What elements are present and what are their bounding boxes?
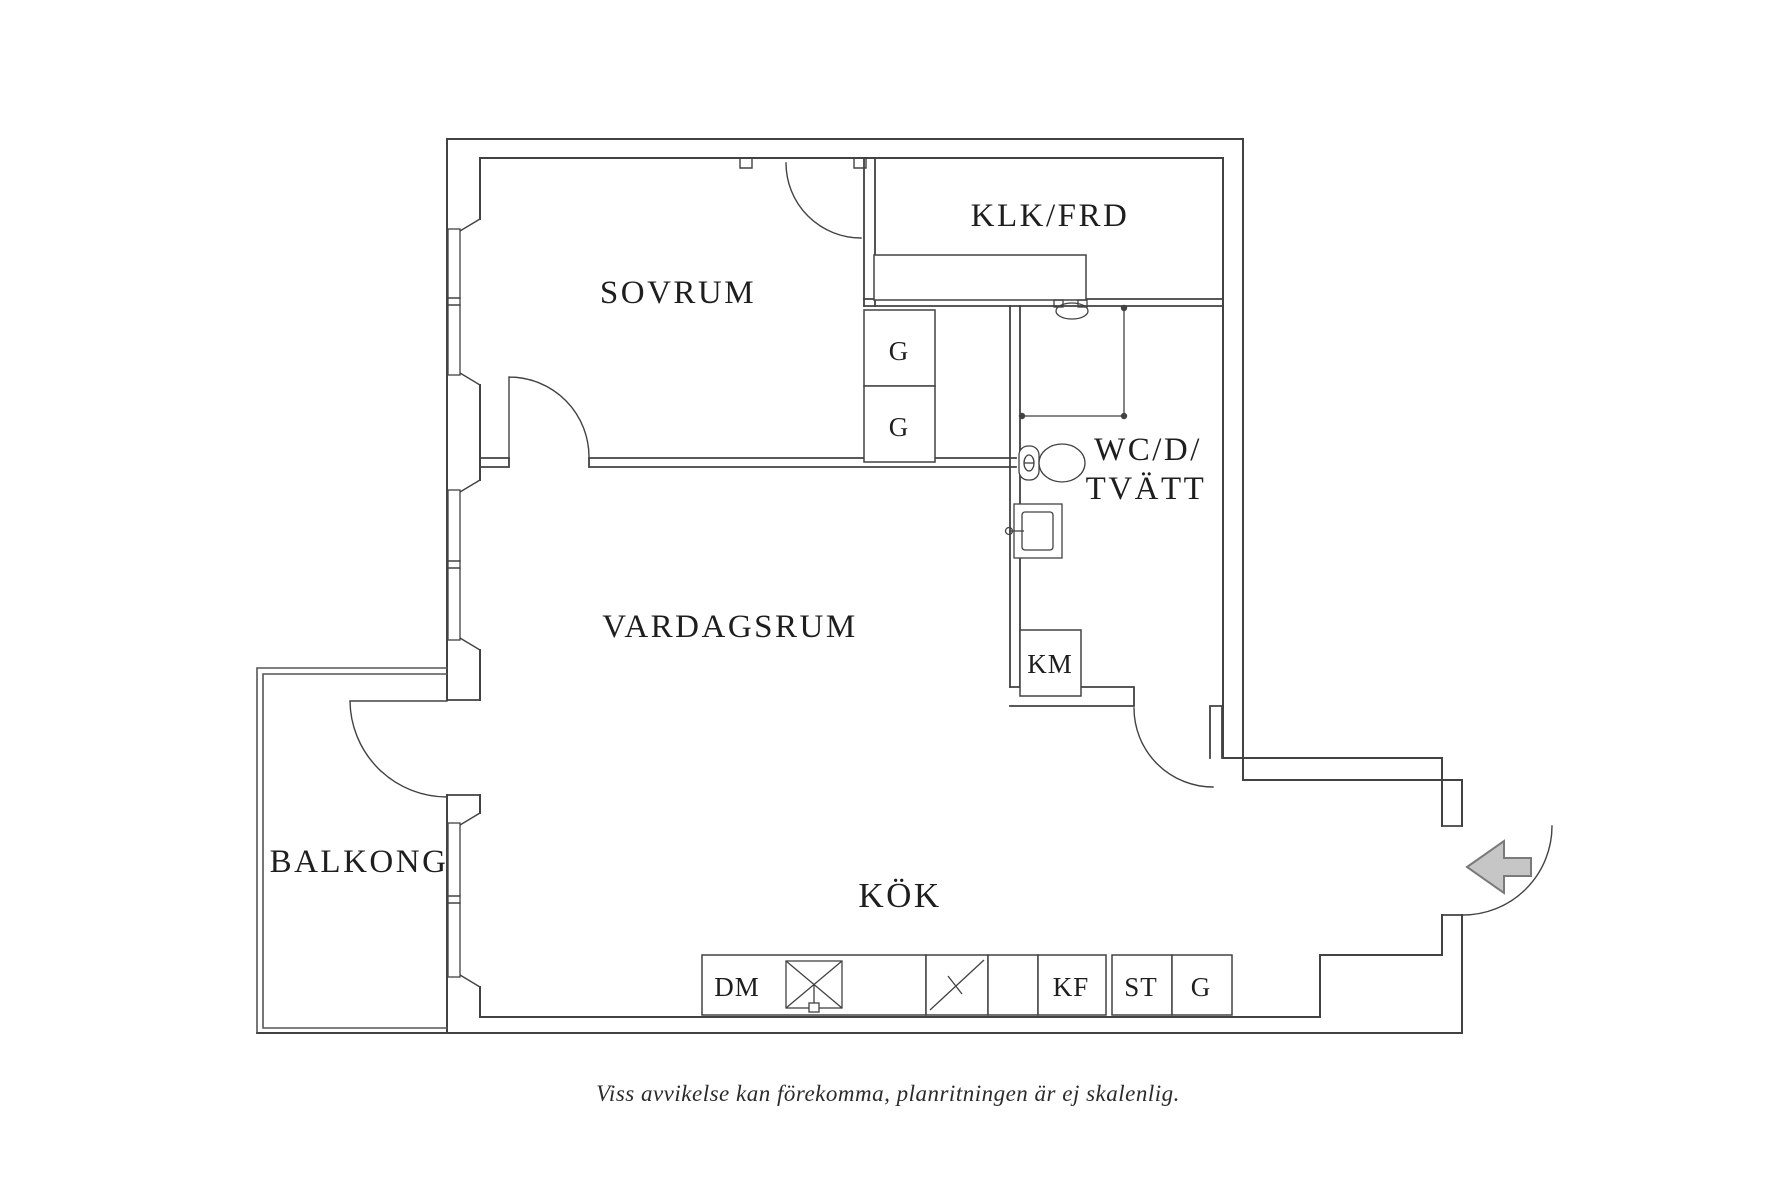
stove-icon <box>929 959 985 1011</box>
label-fridge-freezer: KF <box>1053 972 1090 1002</box>
window-vardagsrum <box>447 489 461 641</box>
toilet-icon <box>1018 443 1086 483</box>
wardrobe-box-top <box>863 309 936 387</box>
klk-closet-box <box>873 254 1087 301</box>
shower-icon <box>1018 299 1128 420</box>
wc-west-wall <box>1009 305 1021 688</box>
label-washing-machine: KM <box>1027 649 1073 679</box>
right-wall-outer <box>1242 138 1463 781</box>
door-arc-sovrum <box>508 376 590 459</box>
exterior-walls <box>256 138 1463 1034</box>
label-klk-frd: KLK/FRD <box>971 198 1130 234</box>
counter-empty-box <box>987 954 1039 1016</box>
label-cleaning-closet: ST <box>1124 972 1158 1002</box>
balcony-door-jambs <box>446 699 481 796</box>
windows <box>447 228 461 978</box>
closets <box>701 254 1233 1016</box>
label-wardrobe-kitchen: G <box>1191 972 1212 1002</box>
counter-kf-box <box>1037 954 1107 1016</box>
label-vardagsrum: VARDAGSRUM <box>602 609 857 645</box>
window-reveals <box>459 218 481 988</box>
entrance-wall-inner <box>479 757 1443 1018</box>
front-door-jambs <box>1441 825 1463 916</box>
label-wardrobe-top: G <box>889 336 910 366</box>
kitchen-sink-icon <box>785 960 843 1013</box>
counter-g-box <box>1171 954 1233 1016</box>
door-arc-wc <box>1133 707 1214 788</box>
door-arc-entrance <box>1462 825 1553 916</box>
window-kok <box>447 822 461 978</box>
entrance-arrow-icon <box>1465 839 1532 895</box>
door-arc-balcony <box>349 700 448 798</box>
doors <box>349 162 1553 916</box>
sovrum-south-wall <box>479 457 1017 468</box>
labels: SOVRUM KLK/FRD WC/D/ TVÄTT VARDAGSRUM KÖ… <box>270 198 1212 1106</box>
top-wall-door-stubs <box>739 157 867 169</box>
wardrobe-box-bottom <box>863 385 936 463</box>
kitchen-fixtures <box>785 959 985 1013</box>
balcony-railing <box>256 667 448 1034</box>
bathroom-fixtures <box>1004 299 1128 559</box>
right-wall-inner <box>1222 157 1443 759</box>
label-wc-line2: TVÄTT <box>1086 471 1207 507</box>
label-dishwasher: DM <box>714 972 760 1002</box>
label-kok: KÖK <box>858 876 941 915</box>
counter-st-box <box>1111 954 1173 1016</box>
washing-machine-box <box>1019 629 1082 697</box>
label-sovrum: SOVRUM <box>600 275 756 311</box>
label-wc-line1: WC/D/ <box>1094 432 1202 468</box>
label-wardrobe-bottom: G <box>889 412 910 442</box>
wc-door-stub <box>1209 705 1223 759</box>
washbasin-icon <box>1004 503 1063 559</box>
label-balkong: BALKONG <box>270 844 449 880</box>
door-arc-klk <box>785 162 862 239</box>
window-sovrum <box>447 228 461 376</box>
disclaimer-caption: Viss avvikelse kan förekomma, planritnin… <box>596 1081 1180 1106</box>
